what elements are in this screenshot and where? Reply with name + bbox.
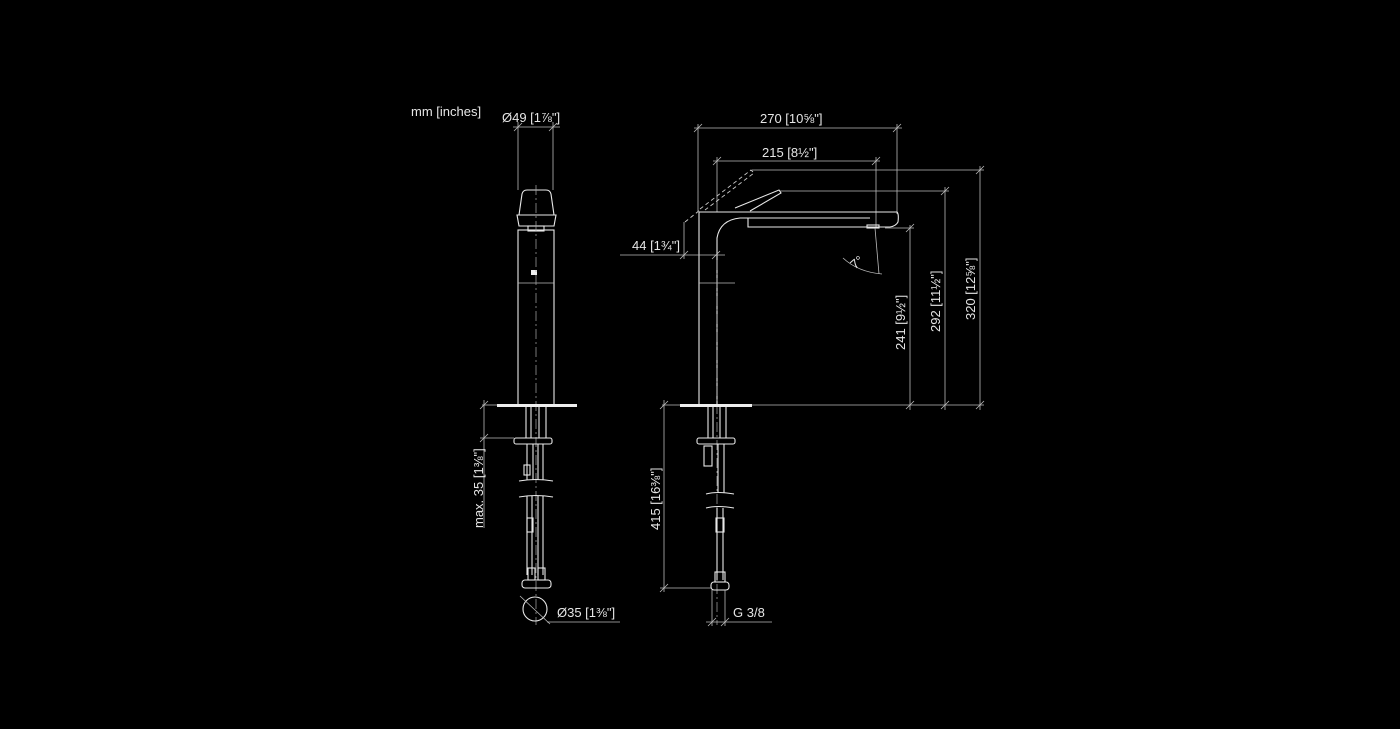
side-supply-hose — [696, 407, 736, 591]
dim-height-292: 292 [11½"] — [928, 271, 943, 332]
units-label: mm [inches] — [411, 104, 481, 119]
dim-handle-44: 44 [1¾"] — [632, 238, 680, 253]
dim-height-320: 320 [12⅝"] — [963, 258, 978, 320]
dim-angle: 7° — [847, 253, 866, 272]
dim-height-241: 241 [9½"] — [893, 295, 908, 350]
dim-width-215: 215 [8½"] — [762, 145, 817, 160]
front-supply-hoses — [513, 407, 554, 589]
dim-hose-415: 415 [16⅜"] — [648, 468, 663, 530]
front-view: Ø49 [1⅞"] max. 35 [1⅜"] Ø35 [1⅜"] — [471, 110, 620, 625]
dim-thread: G 3/8 — [733, 605, 765, 620]
dim-max-depth: max. 35 [1⅜"] — [471, 448, 486, 528]
dim-diameter-top: Ø49 [1⅞"] — [502, 110, 560, 125]
side-view: 270 [10⅝"] 215 [8½"] 44 [1¾"] 7° 241 [9½… — [620, 111, 985, 627]
dim-width-270: 270 [10⅝"] — [760, 111, 822, 126]
dim-diameter-hole: Ø35 [1⅜"] — [557, 605, 615, 620]
